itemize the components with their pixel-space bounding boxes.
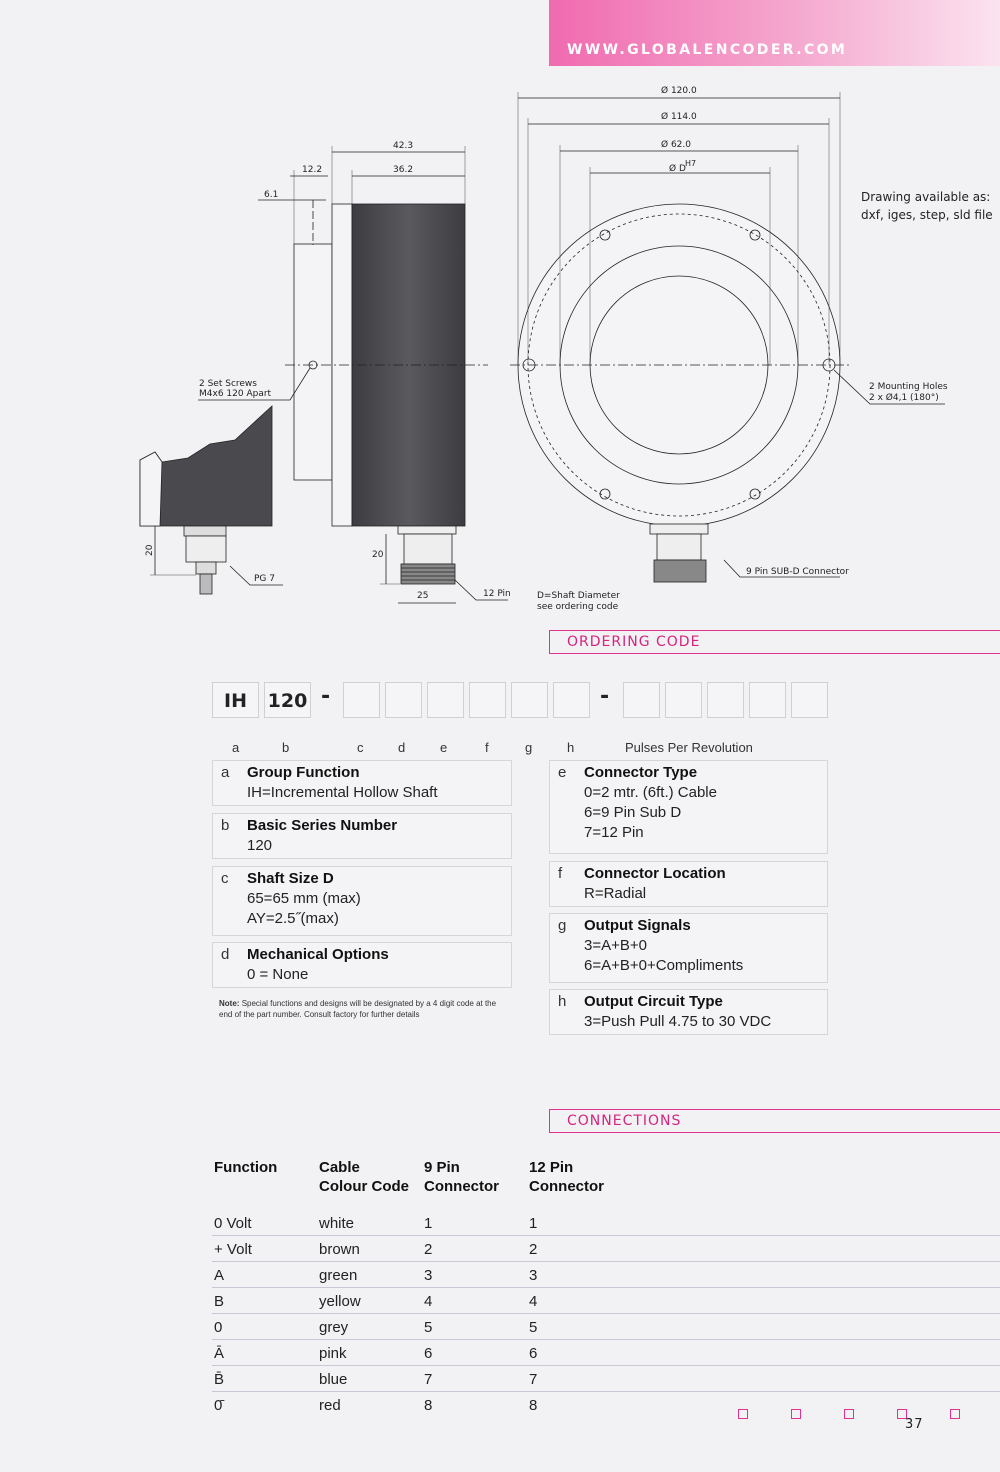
dim-20-side: 20: [372, 550, 384, 560]
dim-62: Ø 62.0: [661, 139, 691, 150]
dim-42-3: 42.3: [393, 141, 413, 151]
code-label-c: c: [357, 740, 364, 755]
note-mounting-1: 2 Mounting Holes: [869, 382, 948, 392]
header-banner: WWW.GLOBALENCODER.COM: [549, 0, 1000, 66]
option-basic-series: b Basic Series Number 120: [212, 813, 512, 859]
code-box-g[interactable]: [511, 682, 548, 718]
ordering-code-heading: ORDERING CODE: [549, 630, 1000, 654]
pg7-gland: [185, 535, 227, 563]
option-group-function: a Group Function IH=Incremental Hollow S…: [212, 760, 512, 806]
code-label-b: b: [282, 740, 290, 755]
technical-drawing: Ø 120.0 Ø 114.0 Ø 62.0 Ø D H7 42.3 36.2 …: [139, 85, 993, 612]
code-box-ppr-3[interactable]: [707, 682, 744, 718]
note-setscrews-2: M4x6 120 Apart: [199, 389, 272, 399]
code-label-e: e: [440, 740, 448, 755]
note-setscrews-1: 2 Set Screws: [199, 379, 257, 389]
note-pg7: PG 7: [254, 574, 275, 584]
dim-6-1: 6.1: [264, 190, 278, 200]
option-output-circuit: h Output Circuit Type 3=Push Pull 4.75 t…: [549, 989, 828, 1035]
code-box-ppr-5[interactable]: [791, 682, 828, 718]
code-box-ppr-4[interactable]: [749, 682, 786, 718]
dim-h7: H7: [685, 159, 696, 168]
code-box-d[interactable]: [385, 682, 422, 718]
website-url[interactable]: WWW.GLOBALENCODER.COM: [567, 42, 848, 58]
note-subd: 9 Pin SUB-D Connector: [746, 567, 849, 577]
dim-20-cable: 20: [145, 544, 155, 556]
dim-25: 25: [417, 591, 428, 601]
sub-d-connector: [653, 559, 707, 583]
dim-114: Ø 114.0: [661, 111, 697, 122]
note-mounting-2: 2 x Ø4,1 (180°): [869, 392, 939, 403]
code-box-series: 120: [264, 682, 311, 718]
code-label-ppr: Pulses Per Revolution: [625, 740, 753, 755]
dim-d: Ø D: [669, 163, 686, 174]
footer-square-icon: [844, 1409, 854, 1419]
code-dash-1: -: [321, 684, 331, 709]
col-header-function: Function: [214, 1159, 278, 1176]
dim-12-2: 12.2: [302, 165, 322, 175]
footer-square-icon: [738, 1409, 748, 1419]
12-pin-connector: [400, 563, 456, 585]
note-available-2: dxf, iges, step, sld file: [861, 208, 993, 222]
code-box-ppr-2[interactable]: [665, 682, 702, 718]
code-box-ppr-1[interactable]: [623, 682, 660, 718]
note-shaft-1: D=Shaft Diameter: [537, 591, 620, 601]
code-box-e[interactable]: [427, 682, 464, 718]
dim-36-2: 36.2: [393, 165, 413, 175]
footer-square-icon: [897, 1409, 907, 1419]
footer-square-icon: [950, 1409, 960, 1419]
dim-120: Ø 120.0: [661, 85, 697, 96]
code-label-d: d: [398, 740, 406, 755]
option-connector-type: e Connector Type 0=2 mtr. (6ft.) Cable 6…: [549, 760, 828, 854]
footer-square-icon: [791, 1409, 801, 1419]
ordering-note: Note: Special functions and designs will…: [219, 999, 497, 1019]
code-label-g: g: [525, 740, 533, 755]
code-dash-2: -: [600, 684, 610, 709]
option-mechanical: d Mechanical Options 0 = None: [212, 942, 512, 988]
code-label-h: h: [567, 740, 575, 755]
code-box-h[interactable]: [553, 682, 590, 718]
option-shaft-size: c Shaft Size D 65=65 mm (max) AY=2.5˝(ma…: [212, 866, 512, 936]
option-output-signals: g Output Signals 3=A+B+0 6=A+B+0+Complim…: [549, 913, 828, 983]
note-12pin: 12 Pin: [483, 589, 511, 599]
shaft-collar: [293, 243, 333, 481]
code-label-a: a: [232, 740, 240, 755]
code-box-ih: IH: [212, 682, 259, 718]
code-box-f[interactable]: [469, 682, 506, 718]
page-number: 37: [905, 1417, 924, 1432]
note-available-1: Drawing available as:: [861, 190, 990, 204]
code-box-c[interactable]: [343, 682, 380, 718]
connections-heading: CONNECTIONS: [549, 1109, 1000, 1133]
code-label-f: f: [485, 740, 489, 755]
note-shaft-2: see ordering code: [537, 602, 619, 612]
option-connector-location: f Connector Location R=Radial: [549, 861, 828, 907]
